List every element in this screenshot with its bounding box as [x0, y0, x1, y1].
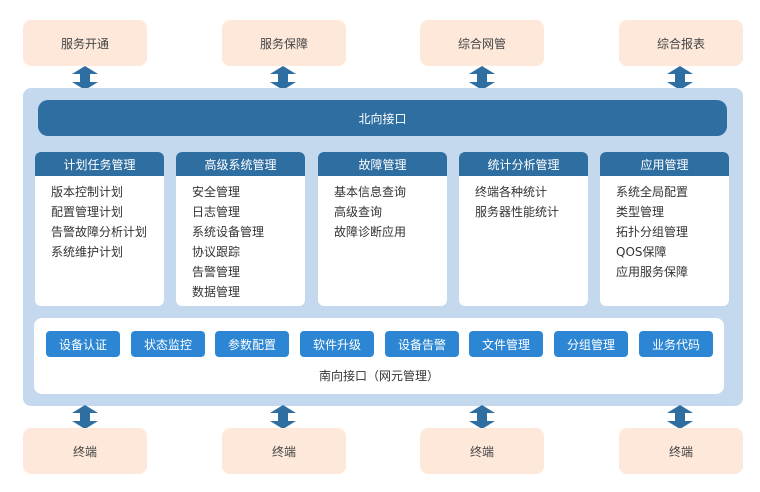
- terminal-label: 终端: [668, 444, 693, 459]
- module-fault: 故障管理 基本信息查询 高级查询 故障诊断应用: [318, 152, 447, 306]
- south-button: 设备认证: [46, 331, 120, 357]
- module-title: 统计分析管理: [459, 152, 588, 176]
- terminal-box: 终端: [619, 428, 743, 474]
- module-item: 告警管理: [192, 265, 241, 279]
- module-item: 日志管理: [192, 205, 241, 219]
- module-item: 服务器性能统计: [475, 205, 560, 219]
- terminal-box: 终端: [23, 428, 147, 474]
- module-item: 基本信息查询: [334, 185, 407, 199]
- double-arrow-icon: [270, 66, 296, 90]
- module-application: 应用管理 系统全局配置 类型管理 拓扑分组管理 QOS保障 应用服务保障: [600, 152, 729, 306]
- top-service-box: 服务开通: [23, 20, 147, 66]
- south-button: 设备告警: [385, 331, 459, 357]
- south-button: 状态监控: [131, 331, 205, 357]
- terminal-box: 终端: [222, 428, 346, 474]
- module-item: 高级查询: [334, 205, 383, 219]
- south-button: 文件管理: [469, 331, 543, 357]
- double-arrow-icon: [72, 66, 98, 90]
- module-statistics: 统计分析管理 终端各种统计 服务器性能统计: [459, 152, 588, 306]
- module-item: 系统设备管理: [192, 225, 265, 239]
- module-item: 故障诊断应用: [334, 225, 407, 239]
- module-advanced-system: 高级系统管理 安全管理 日志管理 系统设备管理 协议跟踪 告警管理 数据管理: [176, 152, 305, 306]
- module-title: 故障管理: [318, 152, 447, 176]
- module-item: QOS保障: [616, 245, 667, 259]
- top-service-box: 综合报表: [619, 20, 743, 66]
- module-item: 系统维护计划: [51, 245, 124, 259]
- module-item: 系统全局配置: [616, 185, 689, 199]
- south-button: 参数配置: [215, 331, 289, 357]
- double-arrow-icon: [469, 405, 495, 429]
- top-service-box: 服务保障: [222, 20, 346, 66]
- top-service-label: 服务开通: [60, 36, 109, 51]
- module-item: 拓扑分组管理: [616, 225, 689, 239]
- module-item: 应用服务保障: [616, 265, 689, 279]
- terminal-box: 终端: [420, 428, 544, 474]
- module-plan-task: 计划任务管理 版本控制计划 配置管理计划 告警故障分析计划 系统维护计划: [35, 152, 164, 306]
- module-title: 计划任务管理: [35, 152, 164, 176]
- module-item: 安全管理: [192, 185, 241, 199]
- top-service-box: 综合网管: [420, 20, 544, 66]
- terminal-label: 终端: [271, 444, 296, 459]
- module-title: 高级系统管理: [176, 152, 305, 176]
- double-arrow-icon: [667, 66, 693, 90]
- module-item: 数据管理: [192, 285, 241, 299]
- terminal-label: 终端: [469, 444, 494, 459]
- double-arrow-icon: [469, 66, 495, 90]
- double-arrow-icon: [667, 405, 693, 429]
- top-service-label: 服务保障: [259, 36, 308, 51]
- module-item: 终端各种统计: [475, 185, 548, 199]
- south-button: 分组管理: [554, 331, 628, 357]
- south-button: 业务代码: [639, 331, 713, 357]
- module-item: 协议跟踪: [192, 245, 241, 259]
- module-title: 应用管理: [600, 152, 729, 176]
- terminal-label: 终端: [72, 444, 97, 459]
- top-service-label: 综合网管: [457, 36, 506, 51]
- north-interface-label: 北向接口: [358, 111, 407, 126]
- double-arrow-icon: [72, 405, 98, 429]
- module-item: 告警故障分析计划: [51, 225, 148, 239]
- north-interface-bar: 北向接口: [38, 100, 727, 136]
- double-arrow-icon: [270, 405, 296, 429]
- south-button: 软件升级: [300, 331, 374, 357]
- module-item: 类型管理: [616, 205, 665, 219]
- top-service-label: 综合报表: [656, 36, 705, 51]
- module-item: 版本控制计划: [51, 185, 124, 199]
- south-interface-label: 南向接口（网元管理）: [318, 369, 439, 383]
- module-item: 配置管理计划: [51, 205, 124, 219]
